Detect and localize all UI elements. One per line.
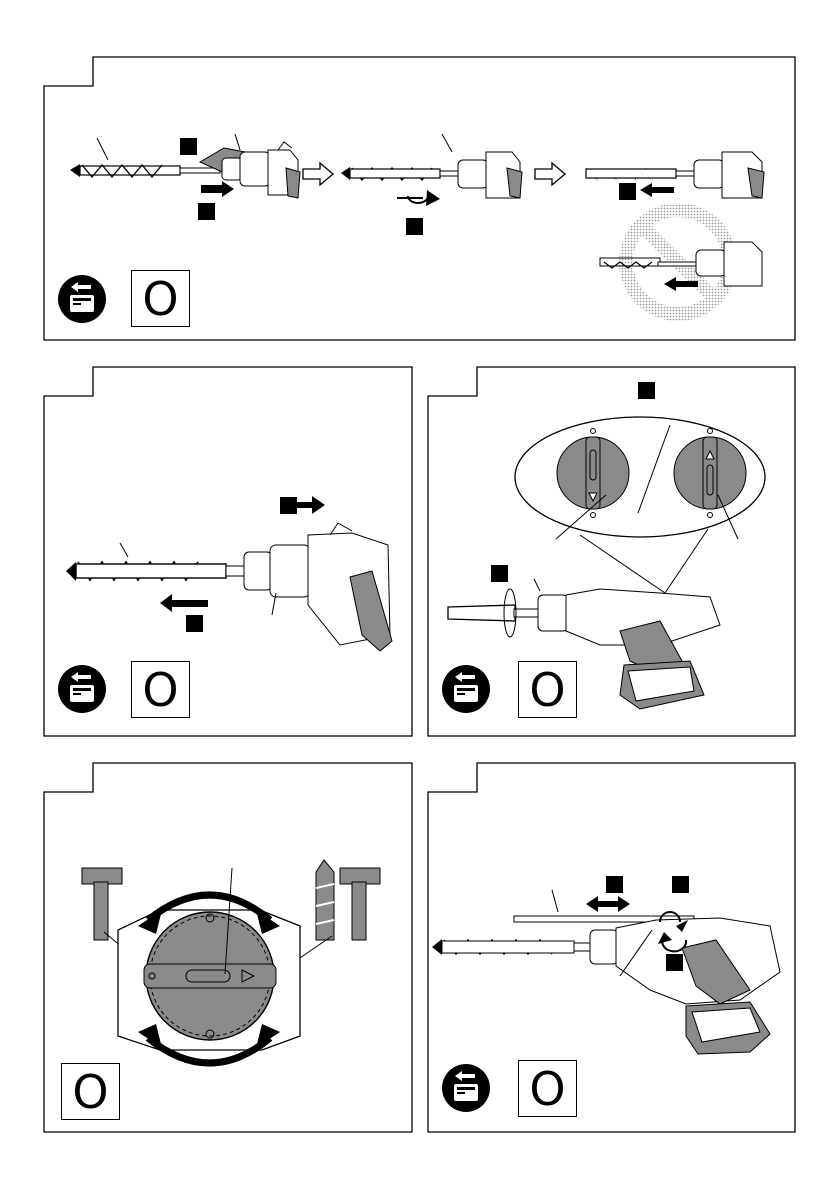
step-marker	[406, 218, 423, 235]
step-marker	[186, 615, 203, 632]
step-marker	[638, 382, 655, 399]
sign-box: O	[131, 270, 190, 327]
drill-bit-illustration	[70, 138, 220, 177]
drill-inserted-illustration	[341, 134, 522, 206]
step-marker	[606, 876, 623, 893]
sign-box: O	[131, 661, 190, 718]
step-marker	[672, 876, 689, 893]
double-arrow-icon	[586, 896, 630, 912]
step-marker	[666, 954, 683, 971]
next-step-arrow-icon	[535, 163, 565, 185]
sign-box: O	[61, 1063, 120, 1120]
arrow-left-icon	[160, 594, 208, 612]
remove-battery-icon	[441, 1063, 491, 1113]
arrow-right-icon	[201, 181, 234, 197]
panel-1: O	[0, 0, 840, 345]
sign-box: O	[518, 661, 577, 718]
depth-gauge-illustration	[432, 890, 780, 1054]
prohibited-icon	[600, 210, 762, 314]
arrow-left-icon	[640, 183, 674, 197]
panel-4: O	[0, 740, 420, 1192]
panel-1-frame	[0, 0, 840, 345]
step-marker	[280, 497, 297, 514]
next-step-arrow-icon	[303, 163, 333, 185]
mode-selector-illustration	[118, 868, 300, 1063]
drill-removal-illustration	[66, 496, 392, 651]
remove-battery-icon	[441, 664, 491, 714]
panel-4-frame	[0, 740, 420, 1192]
panel-5: O	[420, 740, 840, 1192]
step-marker	[180, 138, 197, 155]
panel-2: O	[0, 345, 420, 740]
step-marker	[198, 203, 215, 220]
panel-3: O	[420, 345, 840, 740]
step-marker	[491, 565, 508, 582]
remove-battery-icon	[57, 274, 107, 324]
step-marker	[619, 183, 636, 200]
mode-selector-callout	[515, 417, 765, 593]
remove-battery-icon	[57, 664, 107, 714]
panel-5-frame	[420, 740, 840, 1192]
hammer-drill-icon	[294, 860, 380, 962]
pull-check-illustration	[586, 152, 764, 198]
sign-box: O	[518, 1060, 577, 1117]
